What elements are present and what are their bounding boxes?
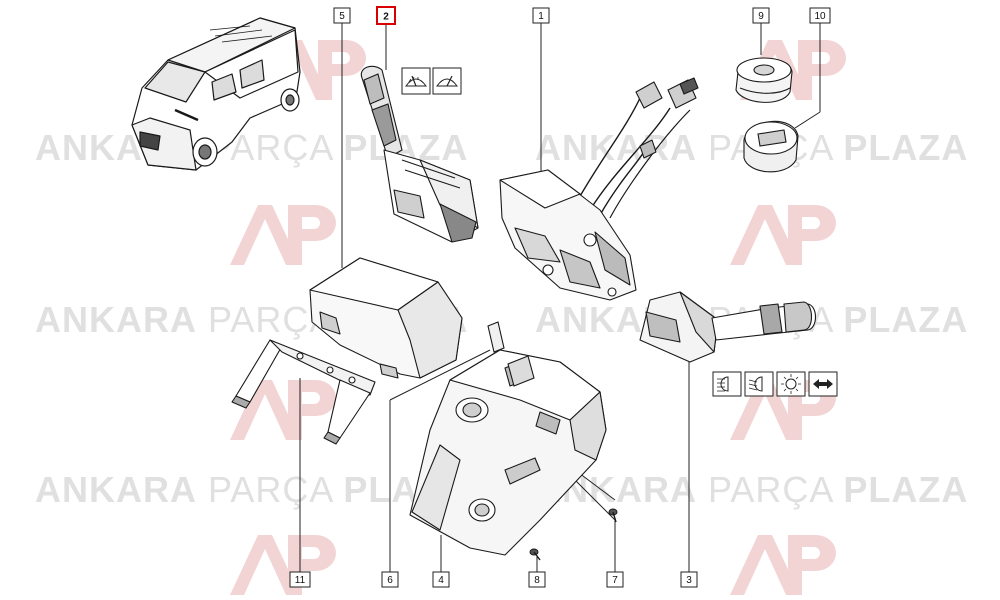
callout-10[interactable]: 10 (809, 7, 831, 24)
svg-text:4: 4 (438, 575, 444, 586)
sensor-cap-part (743, 120, 799, 173)
wiper-washer-icon (432, 67, 462, 95)
light-switch-icon (776, 371, 806, 397)
callout-2[interactable]: 2 (376, 6, 396, 25)
callout-3[interactable]: 3 (680, 571, 698, 588)
dipped-beam-icon (744, 371, 774, 397)
callout-6[interactable]: 6 (381, 571, 399, 588)
wiper-stalk-part (360, 65, 479, 243)
svg-text:ANKARA PARÇA PLAZA: ANKARA PARÇA PLAZA (35, 469, 468, 510)
callout-7[interactable]: 7 (606, 571, 624, 588)
lower-shroud-part (409, 349, 607, 556)
callout-11[interactable]: 11 (289, 571, 311, 588)
svg-text:8: 8 (534, 575, 540, 586)
lighting-stalk-part (639, 291, 817, 363)
callout-labels: 5 2 1 9 10 11 6 4 (289, 6, 831, 588)
screw-icon (608, 508, 618, 523)
svg-text:11: 11 (295, 575, 306, 586)
svg-text:5: 5 (339, 11, 345, 22)
svg-text:10: 10 (814, 11, 826, 22)
svg-text:9: 9 (758, 11, 764, 22)
callout-1[interactable]: 1 (532, 7, 550, 24)
sensor-ring-part (735, 57, 793, 103)
trim-bracket-part (231, 339, 376, 445)
svg-text:2: 2 (383, 12, 389, 23)
upper-shroud-part (309, 257, 463, 379)
leader-lines (299, 23, 821, 572)
svg-text:ANKARA PARÇA PLAZA: ANKARA PARÇA PLAZA (535, 469, 968, 510)
callout-8[interactable]: 8 (528, 571, 546, 588)
svg-text:7: 7 (612, 575, 618, 586)
switch-assembly-part (499, 77, 699, 301)
key-barrel-part (487, 321, 535, 387)
svg-text:6: 6 (387, 575, 393, 586)
screw-icon (529, 548, 541, 561)
screw-parts (529, 508, 618, 561)
callout-5[interactable]: 5 (333, 7, 351, 24)
low-beam-icon (712, 371, 742, 397)
svg-text:3: 3 (686, 575, 692, 586)
wiper-icon (401, 67, 431, 95)
van-illustration (131, 17, 301, 171)
indicator-arrows-icon (808, 371, 838, 397)
callout-4[interactable]: 4 (432, 571, 450, 588)
svg-text:1: 1 (538, 11, 544, 22)
callout-9[interactable]: 9 (752, 7, 770, 24)
